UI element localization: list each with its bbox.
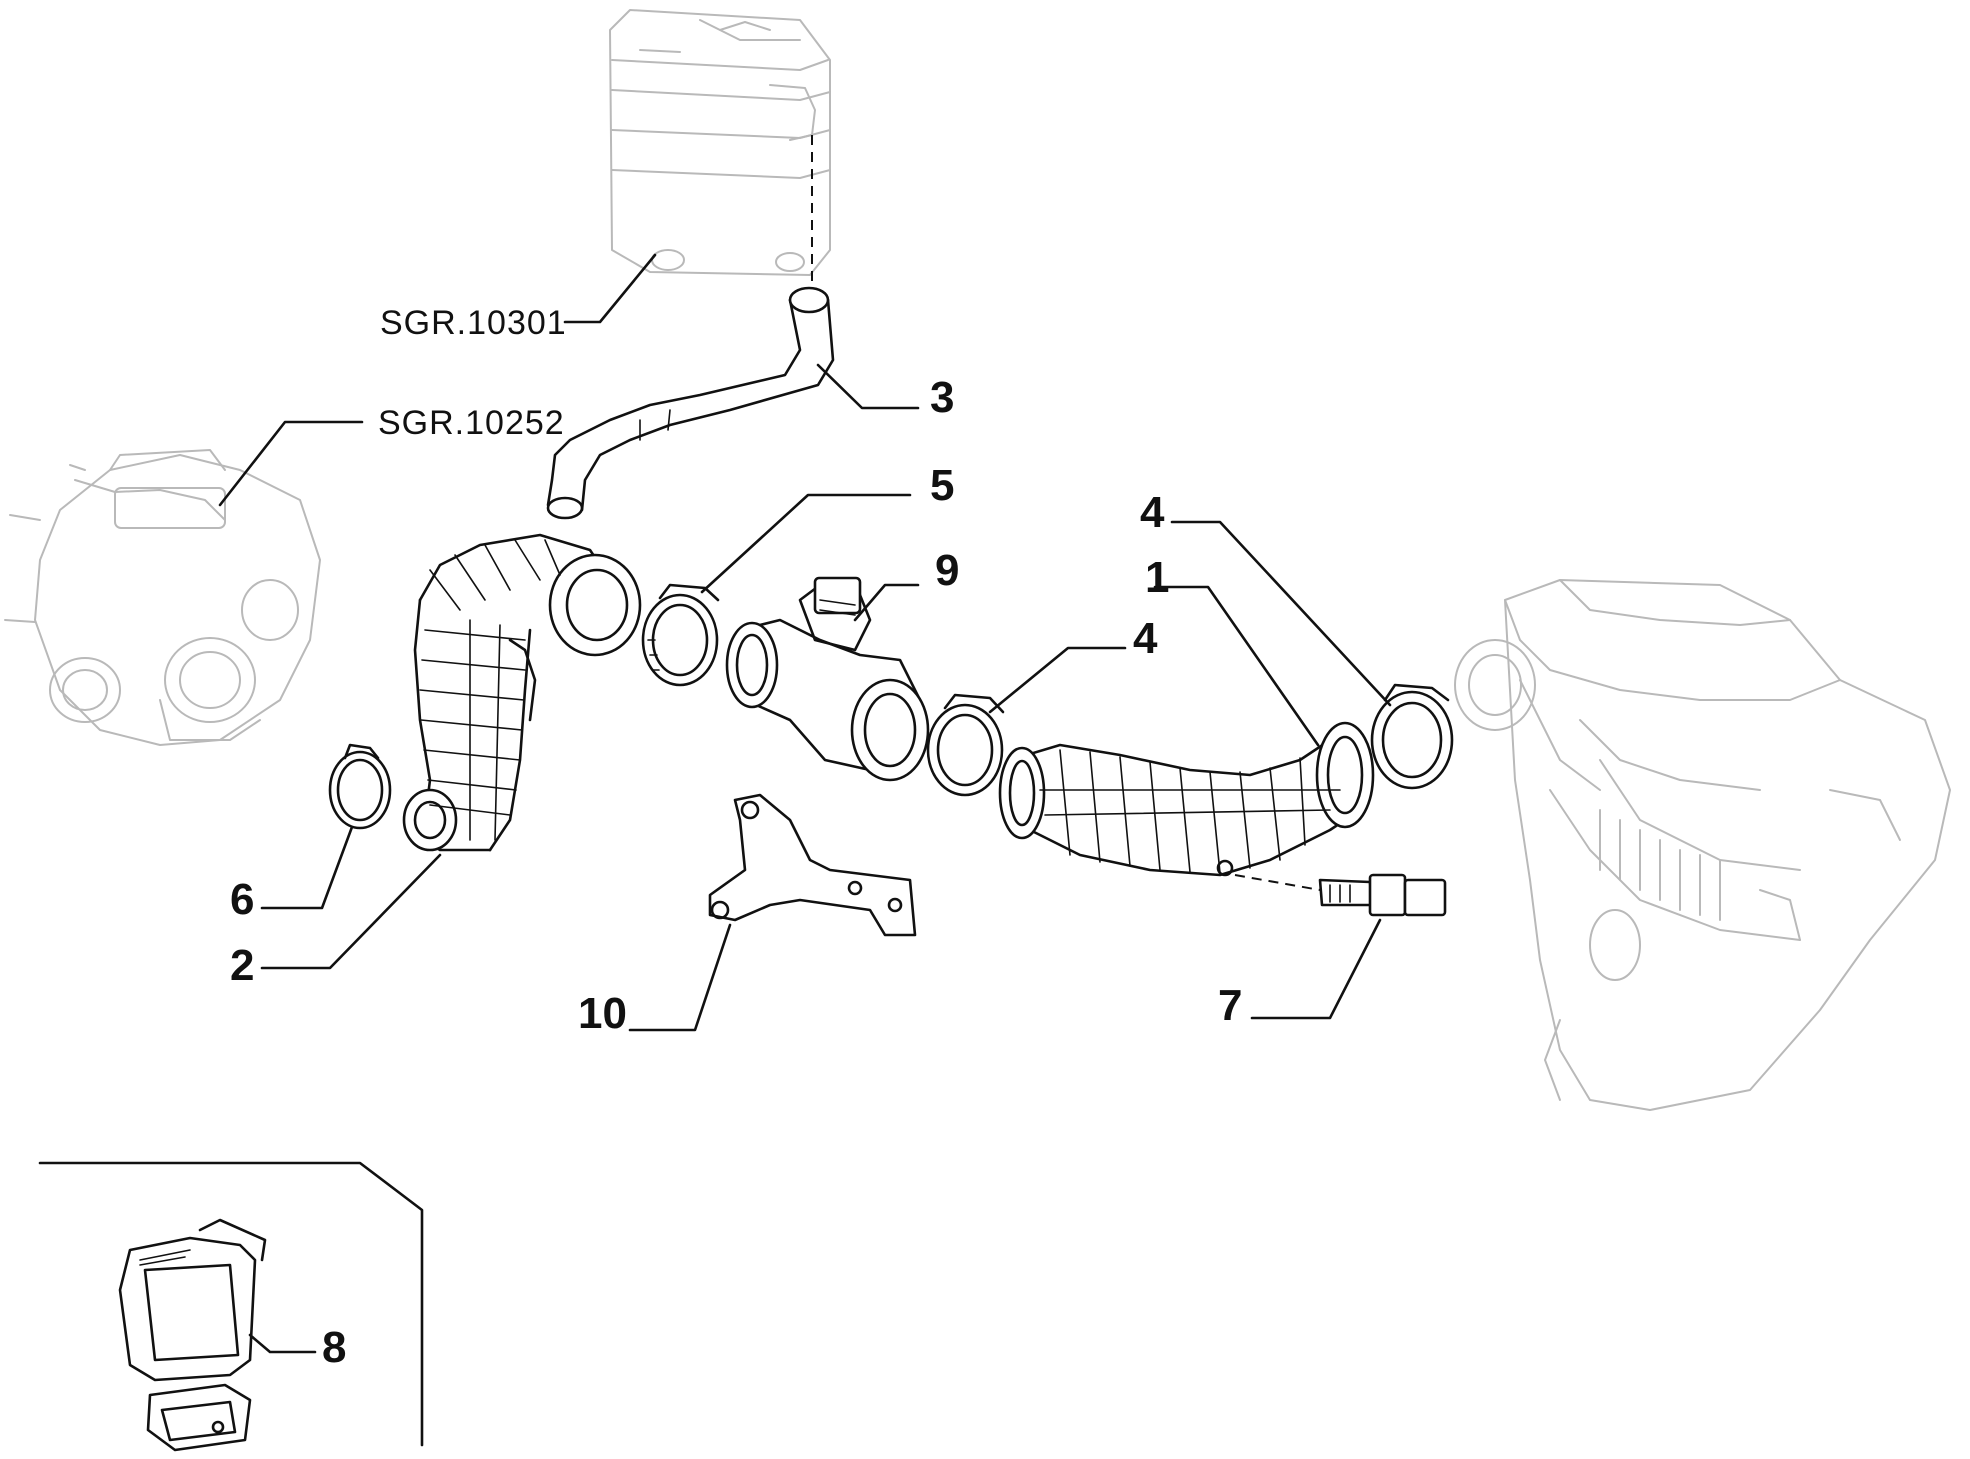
callout-4-middle: 4 [1133, 614, 1158, 663]
clamp-detail-part-8 [38, 1161, 424, 1452]
callout-4-top: 4 [1140, 488, 1165, 537]
leader-sgr-10252 [218, 420, 364, 507]
callout-9: 9 [935, 546, 959, 595]
callout-3: 3 [930, 373, 954, 422]
inset-border [38, 1161, 424, 1447]
labels: SGR.10301 SGR.10252 3 5 9 4 1 4 6 2 10 7… [230, 304, 1242, 1372]
leader-10 [628, 923, 732, 1032]
callout-7: 7 [1218, 981, 1242, 1030]
callout-2: 2 [230, 941, 254, 990]
leader-sgr-10301 [563, 253, 657, 324]
sensor-part-7 [1234, 873, 1447, 917]
clamp-part-6 [328, 743, 392, 830]
expansion-tank-reference [609, 9, 831, 276]
leader-5 [700, 493, 912, 594]
leader-2 [260, 853, 442, 970]
ref-sgr-10301: SGR.10301 [380, 304, 567, 342]
callout-8: 8 [322, 1323, 346, 1372]
hose-part-3 [546, 286, 835, 520]
bracket-part-10 [708, 793, 917, 937]
leader-4a [1170, 520, 1392, 707]
leader-1 [1153, 585, 1320, 747]
leader-8 [248, 1333, 317, 1354]
callout-5: 5 [930, 461, 954, 510]
leader-9 [853, 583, 920, 622]
leader-lines [218, 253, 1392, 1354]
clamp-part-5 [641, 583, 720, 687]
air-filter-box-reference [1454, 579, 1951, 1111]
leader-7 [1250, 918, 1382, 1020]
air-flow-meter-part-9 [725, 576, 930, 782]
callout-6: 6 [230, 875, 254, 924]
hose-part-1 [998, 721, 1375, 877]
leader-4b [988, 646, 1127, 714]
callout-10: 10 [578, 989, 627, 1038]
leader-3 [816, 363, 920, 410]
clamp-part-4-left [926, 693, 1005, 797]
turbocharger-reference [4, 449, 321, 746]
callout-1: 1 [1145, 553, 1169, 602]
clamp-part-4-right [1370, 683, 1454, 790]
leader-6 [260, 825, 354, 910]
hose-part-2 [402, 533, 642, 852]
ref-sgr-10252: SGR.10252 [378, 404, 565, 442]
